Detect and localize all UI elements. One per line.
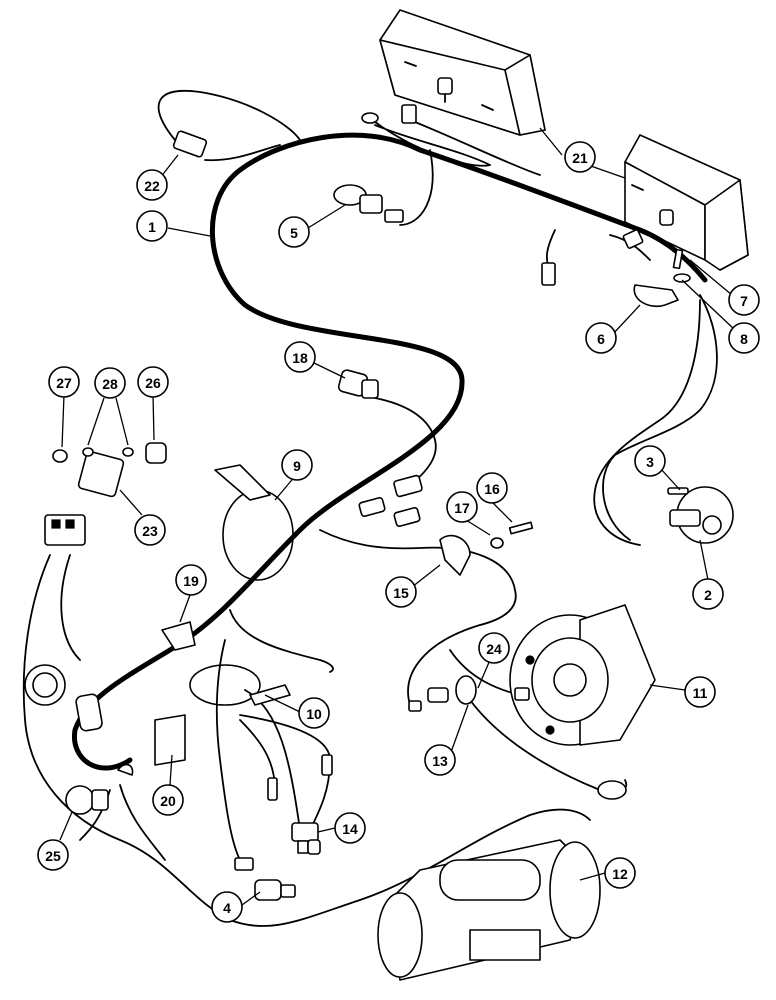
callout-23: 23 bbox=[134, 514, 166, 546]
callout-20: 20 bbox=[152, 784, 184, 816]
svg-text:25: 25 bbox=[45, 848, 61, 864]
callout-7: 7 bbox=[728, 284, 760, 316]
connector-24 bbox=[408, 687, 449, 712]
callout-17: 17 bbox=[446, 491, 478, 523]
relay-23 bbox=[77, 450, 125, 498]
callout-12: 12 bbox=[604, 857, 636, 889]
svg-text:13: 13 bbox=[432, 753, 448, 769]
callout-4: 4 bbox=[211, 891, 243, 923]
sender-14 bbox=[267, 754, 333, 855]
connectors-mid bbox=[358, 474, 423, 527]
callout-3: 3 bbox=[634, 445, 666, 477]
starter-motor-12 bbox=[377, 839, 601, 981]
horn-2 bbox=[669, 486, 734, 544]
callout-19: 19 bbox=[175, 564, 207, 596]
callout-5: 5 bbox=[278, 216, 310, 248]
clip-15 bbox=[439, 534, 471, 576]
svg-text:1: 1 bbox=[148, 219, 156, 235]
connector-22 bbox=[172, 130, 208, 158]
callout-10: 10 bbox=[298, 697, 330, 729]
svg-text:14: 14 bbox=[342, 821, 358, 837]
connector-lamp bbox=[361, 104, 417, 124]
connector-right bbox=[541, 229, 644, 286]
svg-text:27: 27 bbox=[56, 375, 72, 391]
callout-6: 6 bbox=[585, 322, 617, 354]
svg-text:26: 26 bbox=[145, 375, 161, 391]
boot-13 bbox=[455, 675, 627, 800]
lamp-housing-upper bbox=[379, 9, 546, 136]
svg-text:24: 24 bbox=[486, 641, 502, 657]
svg-text:4: 4 bbox=[223, 900, 231, 916]
pressure-switch-5 bbox=[333, 184, 404, 223]
callout-14: 14 bbox=[334, 812, 366, 844]
sender-25 bbox=[65, 763, 134, 815]
svg-text:21: 21 bbox=[572, 150, 588, 166]
svg-text:17: 17 bbox=[454, 500, 470, 516]
svg-text:8: 8 bbox=[740, 331, 748, 347]
callout-27: 27 bbox=[48, 366, 80, 398]
callout-21: 21 bbox=[564, 141, 596, 173]
svg-text:10: 10 bbox=[306, 706, 322, 722]
svg-text:15: 15 bbox=[393, 585, 409, 601]
svg-text:12: 12 bbox=[612, 866, 628, 882]
svg-text:22: 22 bbox=[144, 178, 160, 194]
screw-3 bbox=[667, 487, 689, 495]
callout-9: 9 bbox=[281, 449, 313, 481]
lamp-housing-lower bbox=[624, 134, 749, 271]
svg-text:11: 11 bbox=[693, 685, 708, 701]
svg-text:7: 7 bbox=[740, 293, 748, 309]
cable-tie-9 bbox=[214, 464, 294, 581]
callout-8: 8 bbox=[728, 322, 760, 354]
callout-11: 11 bbox=[684, 676, 716, 708]
small-parts-26-28 bbox=[52, 442, 167, 464]
callout-22: 22 bbox=[136, 169, 168, 201]
screw-16-17 bbox=[490, 521, 534, 549]
callout-1: 1 bbox=[136, 210, 168, 242]
main-harness-branch-right bbox=[417, 147, 708, 283]
svg-text:23: 23 bbox=[142, 523, 158, 539]
callout-25: 25 bbox=[37, 839, 69, 871]
bracket-20 bbox=[154, 714, 186, 766]
clip-19 bbox=[161, 621, 196, 651]
svg-text:28: 28 bbox=[102, 376, 118, 392]
multipin-connector bbox=[24, 514, 103, 732]
clip-6 bbox=[633, 284, 679, 307]
callout-16: 16 bbox=[476, 472, 508, 504]
callout-28: 28 bbox=[94, 367, 126, 399]
screw-7 bbox=[672, 248, 691, 283]
svg-text:6: 6 bbox=[597, 331, 605, 347]
callout-24: 24 bbox=[478, 632, 510, 664]
switch-18 bbox=[337, 369, 379, 399]
svg-text:9: 9 bbox=[293, 458, 301, 474]
callout-2: 2 bbox=[692, 578, 724, 610]
svg-text:2: 2 bbox=[704, 587, 712, 603]
svg-text:18: 18 bbox=[292, 350, 308, 366]
main-harness-trunk bbox=[71, 132, 465, 771]
svg-text:19: 19 bbox=[183, 573, 199, 589]
callout-18: 18 bbox=[284, 341, 316, 373]
svg-text:20: 20 bbox=[160, 793, 176, 809]
svg-text:16: 16 bbox=[484, 481, 500, 497]
callout-26: 26 bbox=[137, 366, 169, 398]
callout-13: 13 bbox=[424, 744, 456, 776]
cable-tie-10 bbox=[189, 664, 291, 706]
svg-text:3: 3 bbox=[646, 454, 654, 470]
svg-text:5: 5 bbox=[290, 225, 298, 241]
switch-4 bbox=[234, 857, 296, 901]
callout-15: 15 bbox=[385, 576, 417, 608]
alternator-11 bbox=[509, 604, 656, 746]
